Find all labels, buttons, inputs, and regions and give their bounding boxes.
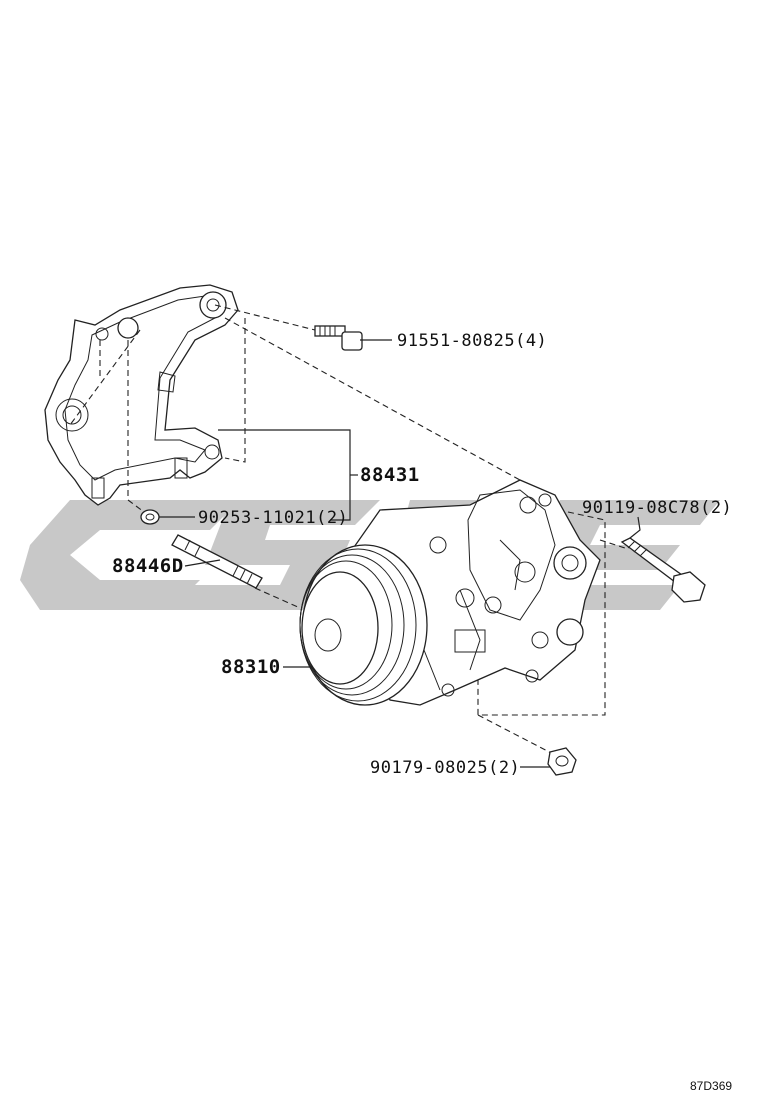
callout-90119[interactable]: 90119-08C78(2)	[582, 498, 732, 518]
callout-90179[interactable]: 90179-08025(2)	[370, 758, 520, 778]
bracket-88431-drawing[interactable]	[44, 284, 239, 506]
callout-labels: 91551-80825(4) 88431 90253-11021(2) 8844…	[112, 331, 732, 778]
stud-88446D-drawing[interactable]	[171, 534, 263, 589]
callout-88446D[interactable]: 88446D	[112, 555, 184, 577]
callout-90253[interactable]: 90253-11021(2)	[198, 508, 348, 528]
callout-91551[interactable]: 91551-80825(4)	[397, 331, 547, 351]
leader-lines	[159, 339, 641, 768]
callout-88431[interactable]: 88431	[360, 464, 420, 486]
nut-90179-drawing[interactable]	[547, 747, 577, 776]
compressor-88310-drawing[interactable]	[299, 479, 601, 706]
figure-code: 87D369	[690, 1079, 732, 1093]
callout-88310[interactable]: 88310	[221, 656, 281, 678]
washer-90253-drawing[interactable]	[140, 509, 160, 525]
bolt-90119-drawing[interactable]	[620, 537, 706, 603]
bolt-91551-drawing[interactable]	[314, 325, 363, 351]
